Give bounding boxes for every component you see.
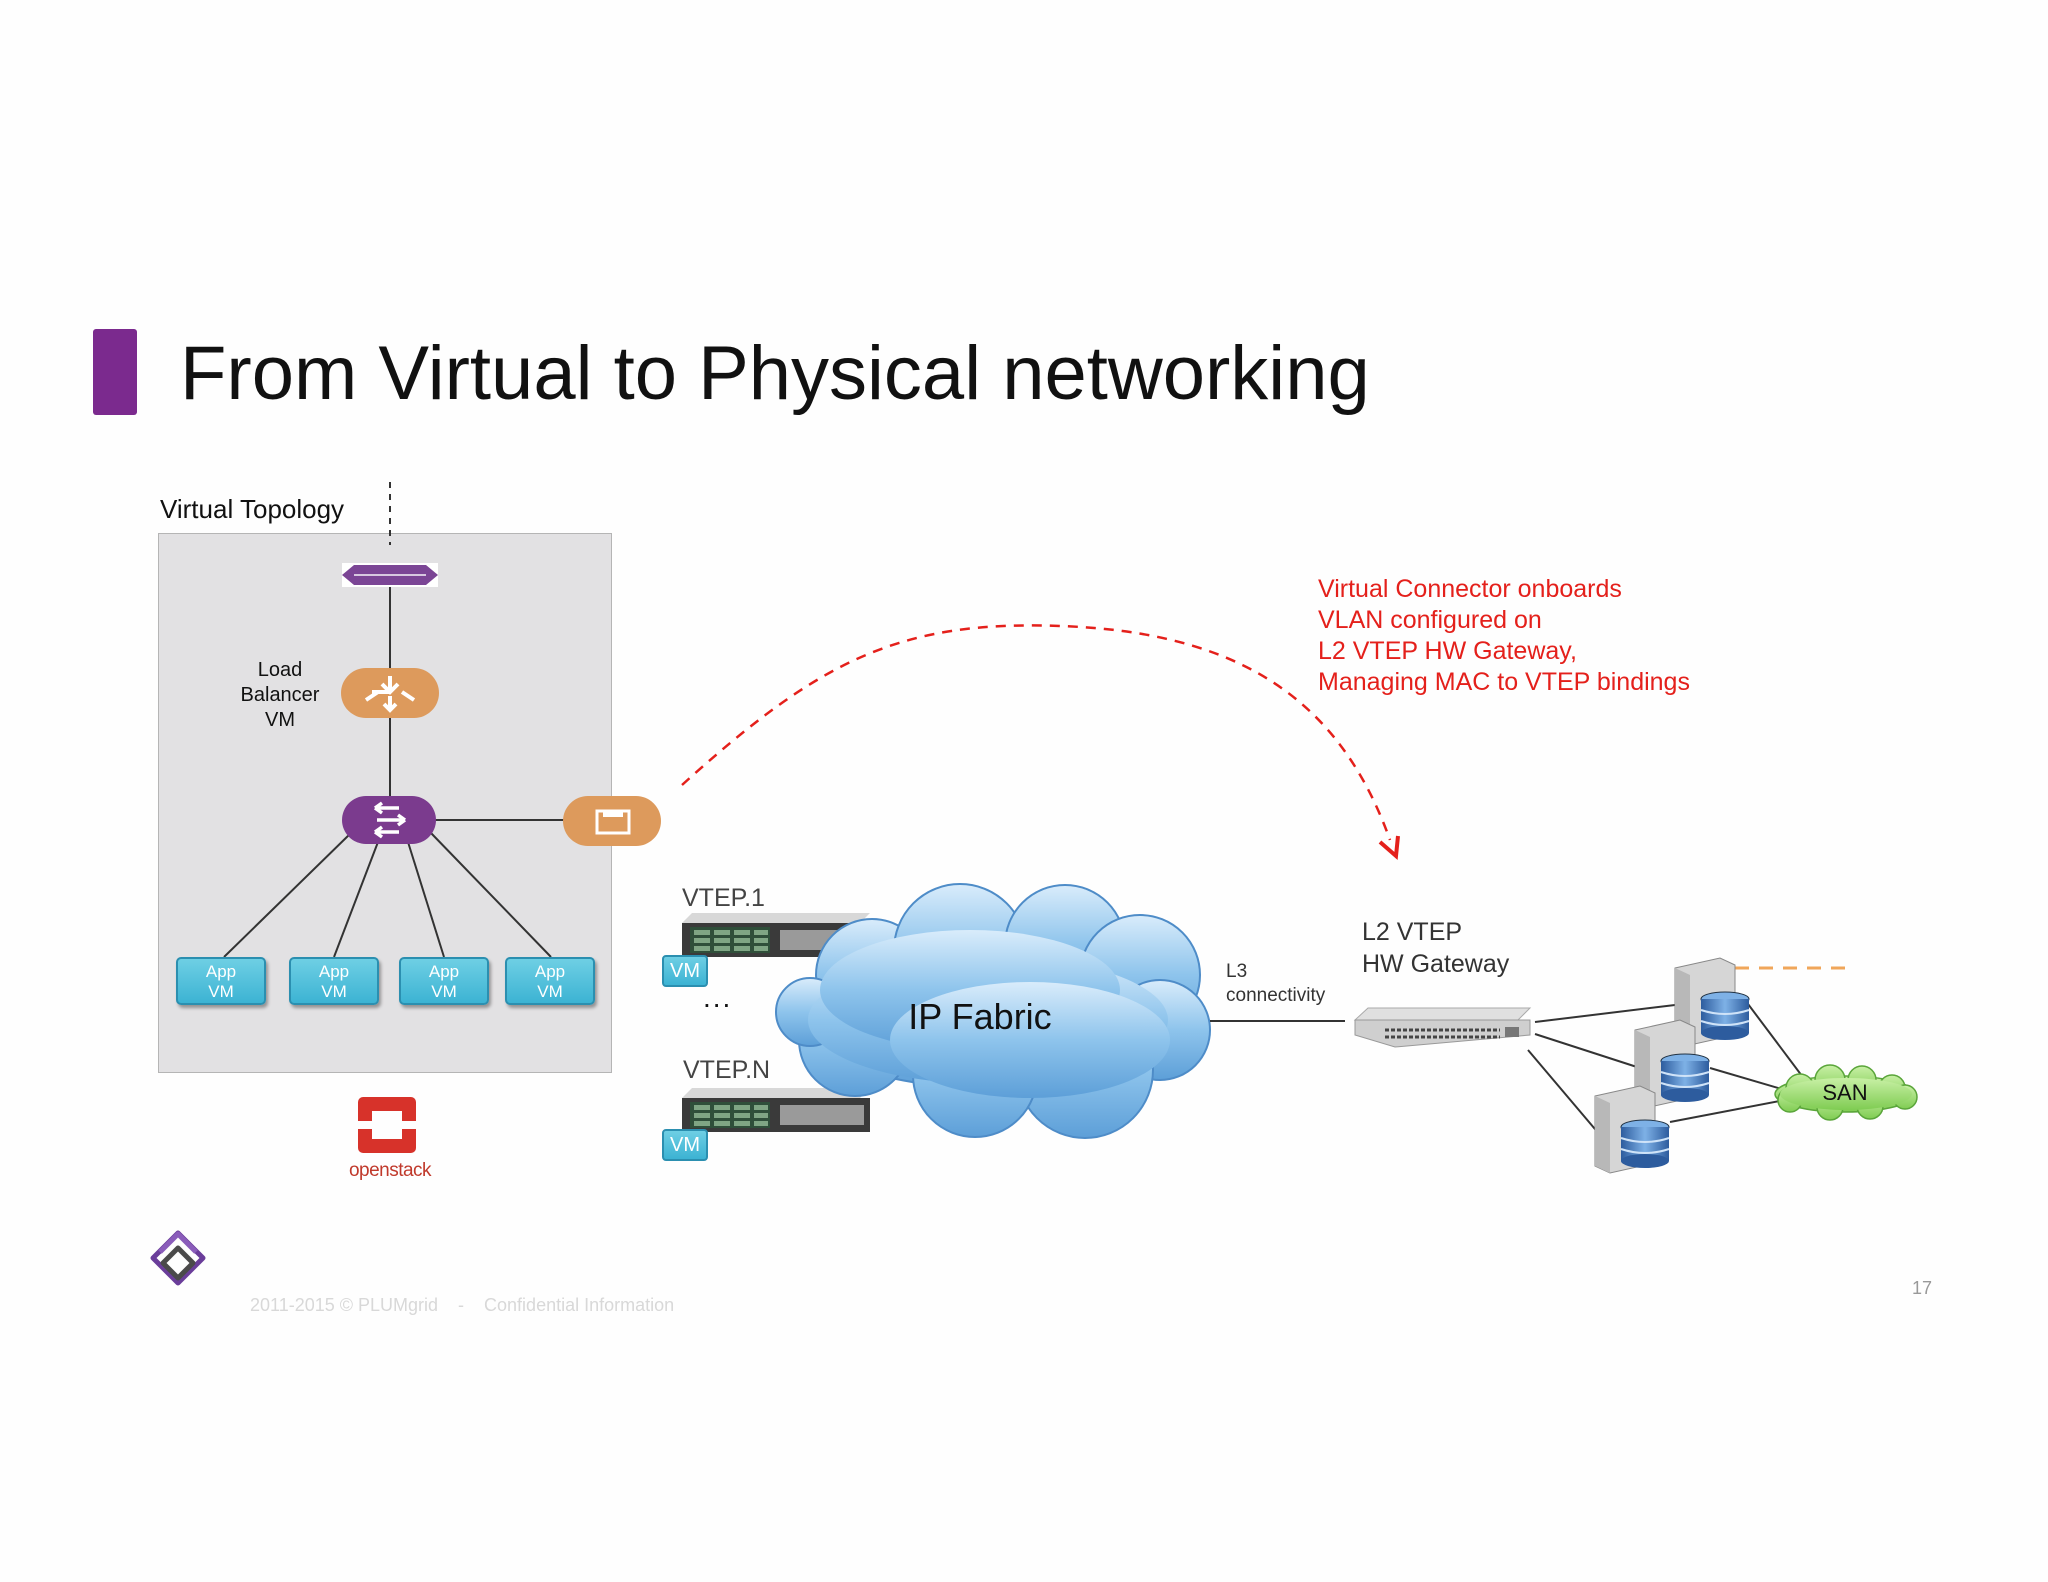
openstack-logo	[358, 1097, 416, 1153]
app-vm-3-line1: App	[428, 962, 460, 981]
app-vm-4-line2: VM	[537, 982, 563, 1001]
footer-copyright: 2011-2015 © PLUMgrid - Confidential Info…	[250, 1295, 675, 1315]
san-label: SAN	[1822, 1080, 1868, 1105]
database-server-icon-3	[1594, 1085, 1670, 1174]
bridge-icon	[342, 563, 438, 587]
topology-links	[223, 482, 565, 958]
app-vm-1-line2: VM	[208, 982, 234, 1001]
app-vm-3: App VM	[399, 957, 489, 1005]
server-icon-vtep1	[682, 913, 870, 957]
app-vm-4: App VM	[505, 957, 595, 1005]
onboarding-arrowhead	[1378, 835, 1400, 861]
switch-icon	[1353, 1007, 1532, 1048]
connector-port-icon	[563, 796, 661, 846]
gateway-label: L2 VTEP HW Gateway	[1362, 918, 1510, 978]
onboarding-arrow	[681, 624, 1392, 841]
virtual-topology-label: Virtual Topology	[160, 494, 345, 524]
virtual-connector-annotation: Virtual Connector onboards VLAN configur…	[1318, 575, 1690, 696]
load-balancer-icon	[341, 668, 439, 718]
ip-fabric-label: IP Fabric	[908, 996, 1052, 1037]
vtep-ellipsis: ...	[703, 982, 733, 1013]
openstack-wordmark: openstack	[348, 1160, 432, 1181]
router-icon	[342, 796, 436, 844]
app-vm-2-line2: VM	[321, 982, 347, 1001]
storage-links	[1527, 999, 1806, 1136]
plumgrid-logo	[150, 1230, 206, 1286]
app-vm-2-line1: App	[318, 962, 350, 981]
page-number: 17	[1912, 1278, 1933, 1298]
database-server-icon-1	[1674, 957, 1750, 1046]
load-balancer-label: Load Balancer VM	[240, 659, 320, 731]
slide-title: From Virtual to Physical networking	[180, 331, 1370, 416]
vtep1-label: VTEP.1	[682, 884, 765, 912]
vtepn-label: VTEP.N	[683, 1056, 771, 1084]
server-icon-vtepn	[682, 1088, 870, 1132]
title-accent-bar	[93, 329, 137, 415]
l3-connectivity-label: L3 connectivity	[1226, 961, 1326, 1006]
app-vm-4-line1: App	[534, 962, 566, 981]
app-vm-2: App VM	[289, 957, 379, 1005]
vtepn-vm: VM	[662, 1129, 708, 1161]
vtep1-vm: VM	[662, 955, 708, 987]
app-vm-1-line1: App	[205, 962, 237, 981]
app-vm-1: App VM	[176, 957, 266, 1005]
app-vm-3-line2: VM	[431, 982, 457, 1001]
